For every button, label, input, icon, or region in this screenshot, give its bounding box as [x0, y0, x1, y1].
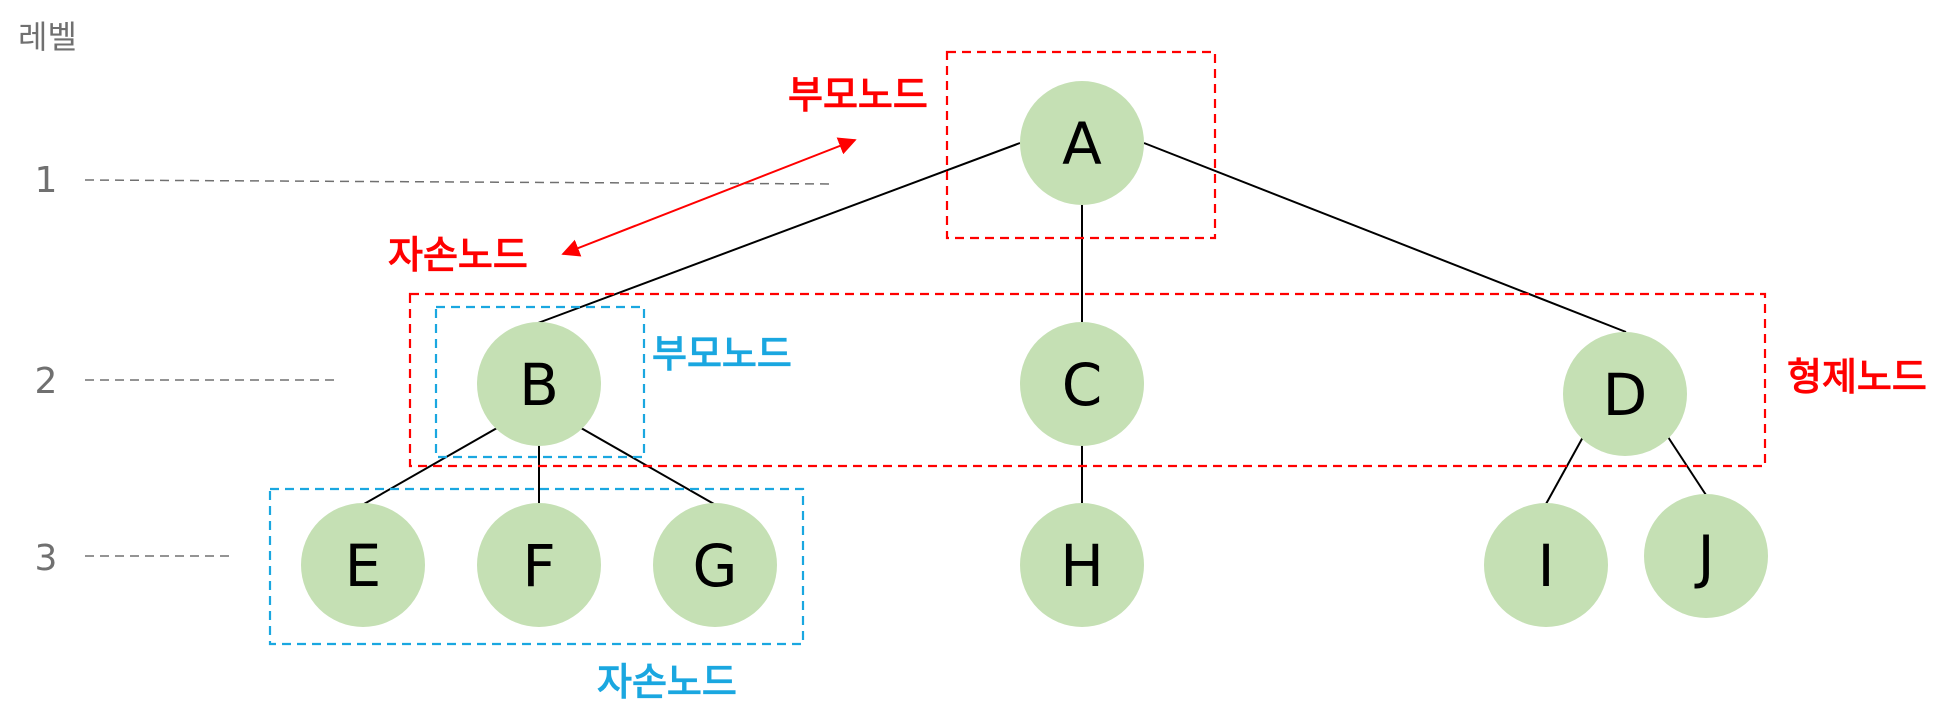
blue-parent-node-label: 부모노드: [652, 332, 792, 376]
node-h: [1020, 503, 1144, 627]
node-f: [477, 503, 601, 627]
level-2-label: 2: [35, 361, 58, 402]
node-c-label: C: [1062, 351, 1103, 419]
level-1-guide-line: [84, 179, 836, 185]
level-3-label: 3: [35, 538, 58, 579]
root-parent-box: [945, 50, 1217, 240]
node-a: [1020, 81, 1144, 205]
node-i: [1484, 503, 1608, 627]
node-j: [1644, 494, 1768, 618]
subtree-children-box: [268, 487, 805, 646]
node-g: [653, 503, 777, 627]
node-b-label: B: [519, 351, 559, 419]
node-d-label: D: [1603, 361, 1648, 429]
red-parent-node-label: 부모노드: [788, 73, 928, 117]
node-i-label: I: [1537, 532, 1554, 600]
node-a-label: A: [1062, 110, 1102, 178]
node-e: [301, 503, 425, 627]
red-child-node-label: 자손노드: [388, 233, 528, 277]
node-g-label: G: [693, 532, 738, 600]
siblings-box: [408, 292, 1767, 468]
node-d: [1563, 332, 1687, 456]
level-header: 레벨: [18, 18, 77, 56]
level-1-label: 1: [35, 160, 58, 201]
node-c: [1020, 322, 1144, 446]
edge-a-d: [1143, 142, 1627, 333]
node-j-label: J: [1694, 523, 1714, 591]
node-b: [477, 322, 601, 446]
parent-child-arrow: [561, 137, 857, 257]
node-f-label: F: [522, 532, 555, 600]
siblings-node-label: 형제노드: [1787, 355, 1927, 399]
edge-d-i: [1545, 436, 1584, 505]
edge-b-e: [363, 427, 498, 505]
node-h-label: H: [1060, 532, 1104, 600]
node-e-label: E: [345, 532, 382, 600]
blue-child-node-label: 자손노드: [597, 660, 737, 704]
